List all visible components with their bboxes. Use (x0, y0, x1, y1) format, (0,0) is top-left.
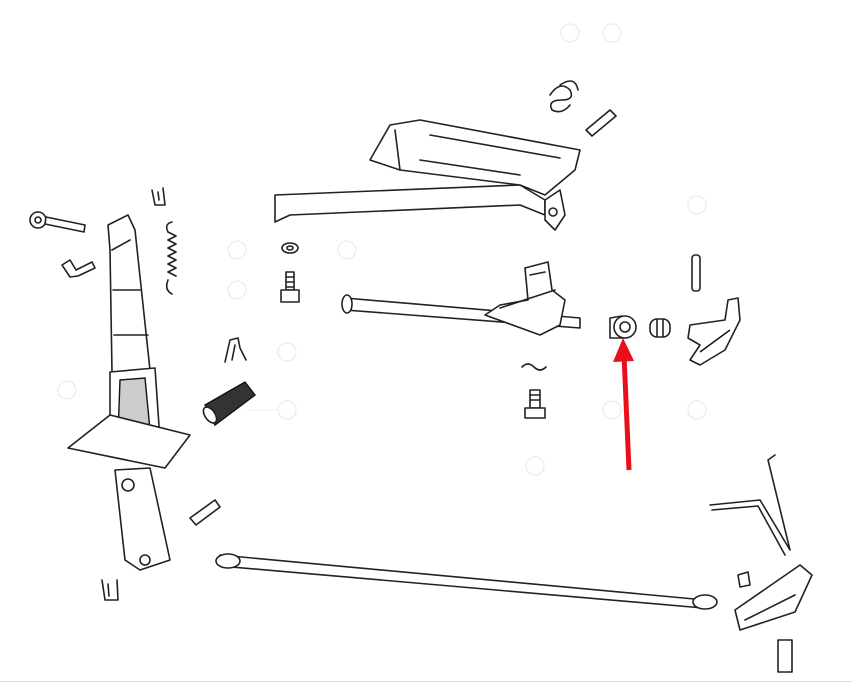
pin-part (585, 109, 617, 137)
s-clip-part (521, 363, 547, 371)
small-bolt-part (61, 259, 96, 278)
spring-clip-part (549, 80, 579, 113)
roll-pin-part (691, 254, 701, 292)
pedal-lever-part (687, 297, 741, 366)
clip-lower-part (101, 579, 119, 601)
pedal-shaft-part (341, 261, 581, 336)
thumb-screw-part (524, 389, 546, 419)
pedal-column-part (67, 214, 191, 571)
sleeve-part (202, 381, 256, 427)
rubber-pad-part (649, 318, 671, 338)
upper-bracket-part (274, 119, 581, 231)
bolt-part (189, 499, 221, 526)
coil-spring-part (165, 221, 177, 295)
washer-part (281, 242, 299, 254)
wire-spring-part (709, 454, 791, 556)
lower-lever-part (734, 564, 813, 673)
callout-circles (57, 23, 707, 476)
clip-part (151, 187, 166, 206)
bushing-part (609, 315, 637, 339)
spring-clip-small-part (224, 337, 247, 363)
arrow-up-icon (613, 338, 634, 471)
linkage-rod-part (215, 553, 718, 610)
hex-bolt-part (280, 271, 300, 303)
eye-bolt-part (29, 211, 86, 233)
bottom-divider (0, 681, 852, 682)
